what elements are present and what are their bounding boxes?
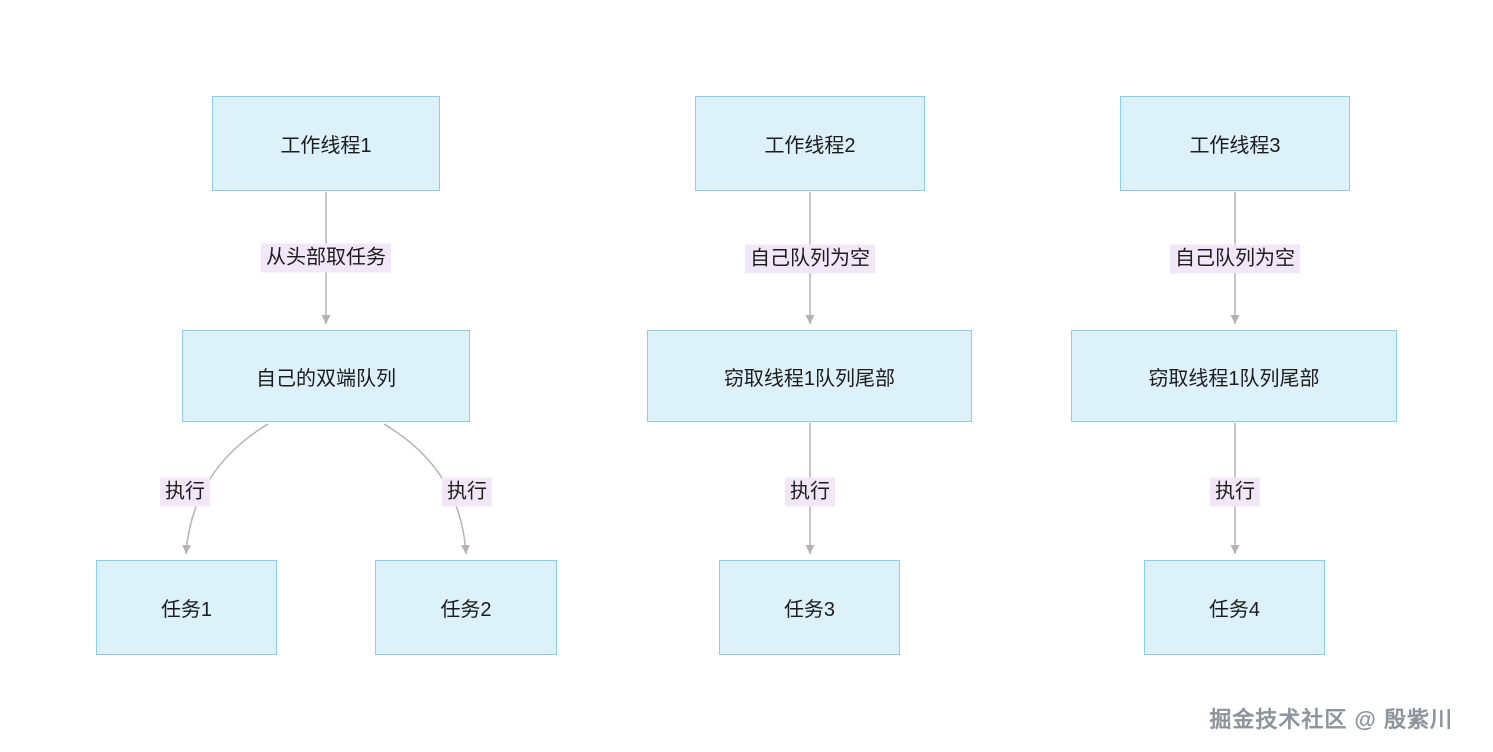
node-task-4: 任务4 — [1144, 560, 1325, 655]
node-steal-thread1-tail-3: 窃取线程1队列尾部 — [1071, 330, 1397, 422]
node-worker-thread-3-label: 工作线程3 — [1189, 135, 1281, 157]
node-task-2-label: 任务2 — [440, 599, 492, 621]
node-worker-thread-2: 工作线程2 — [695, 96, 925, 191]
node-steal-thread1-tail-3-label: 窃取线程1队列尾部 — [1148, 367, 1320, 390]
node-steal-thread1-tail-2: 窃取线程1队列尾部 — [647, 330, 972, 422]
node-own-deque-label: 自己的双端队列 — [256, 367, 396, 390]
node-task-4-label: 任务4 — [1208, 599, 1261, 621]
edge-label-queue-empty-2: 自己队列为空 — [745, 244, 875, 274]
node-own-deque: 自己的双端队列 — [182, 330, 470, 422]
edge-label-execute-right: 执行 — [442, 477, 492, 507]
edge-label-execute-3: 执行 — [1210, 477, 1260, 507]
node-steal-thread1-tail-2-label: 窃取线程1队列尾部 — [723, 367, 896, 390]
edge-label-execute-2: 执行 — [785, 477, 835, 507]
node-worker-thread-1: 工作线程1 — [212, 96, 440, 191]
watermark: 掘金技术社区 @ 殷紫川 — [1209, 707, 1453, 732]
node-task-2: 任务2 — [375, 560, 557, 655]
edge-label-execute-left: 执行 — [160, 477, 210, 507]
node-task-1: 任务1 — [96, 560, 277, 655]
node-task-3-label: 任务3 — [783, 599, 836, 621]
node-worker-thread-1-label: 工作线程1 — [280, 135, 372, 157]
node-worker-thread-3: 工作线程3 — [1120, 96, 1350, 191]
edge-label-queue-empty-3: 自己队列为空 — [1170, 244, 1300, 274]
edge-label-take-from-head: 从头部取任务 — [261, 243, 391, 273]
node-task-1-label: 任务1 — [160, 599, 213, 621]
node-task-3: 任务3 — [719, 560, 900, 655]
node-worker-thread-2-label: 工作线程2 — [764, 135, 856, 157]
